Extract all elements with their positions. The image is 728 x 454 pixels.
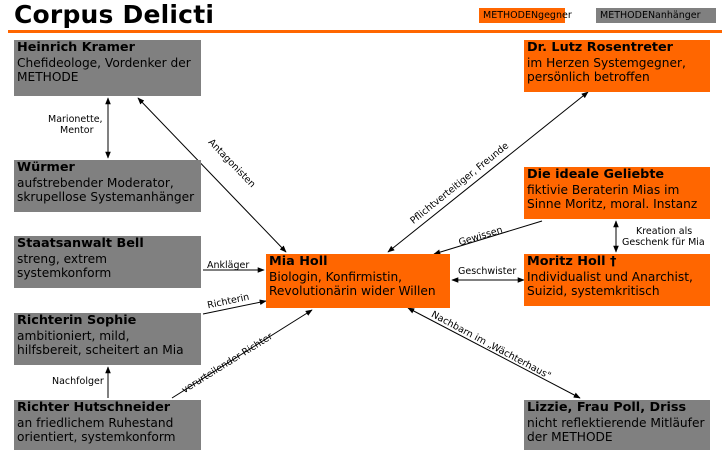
node-lizzie-poll-driss-name: Lizzie, Frau Poll, Driss <box>527 400 687 415</box>
node-richterin-sophie-desc-1: ambitioniert, mild, <box>17 328 130 343</box>
edge-label-kreation: Kreation als Geschenk für Mia <box>622 226 705 248</box>
node-moritz-holl: Moritz Holl † Individualist und Anarchis… <box>524 254 710 306</box>
edge-rosentreter-mia <box>387 91 589 253</box>
edge-geliebte-mia <box>433 220 543 255</box>
node-lutz-rosentreter-desc-2: persönlich betroffen <box>527 70 650 85</box>
node-heinrich-kramer-desc-2: METHODE <box>17 70 79 85</box>
edge-sophie-mia <box>202 299 267 315</box>
edge-label-anklaeger: Ankläger <box>207 260 250 271</box>
node-moritz-holl-name: Moritz Holl † <box>527 254 617 269</box>
node-richter-hutschneider-desc-1: an friedlichem Ruhestand <box>17 415 174 430</box>
node-moritz-holl-desc-2: Suizid, systemkritisch <box>527 284 660 299</box>
edge-kramer-mia <box>137 97 287 253</box>
node-staatsanwalt-bell-desc-2: systemkonform <box>17 266 112 281</box>
legend-supporter: METHODENanhänger <box>596 8 716 23</box>
node-mia-holl: Mia Holl Biologin, Konfirmistin, Revolut… <box>266 254 450 308</box>
node-richter-hutschneider-name: Richter Hutschneider <box>17 400 171 415</box>
node-lizzie-poll-driss-desc-2: der METHODE <box>527 430 613 445</box>
node-richterin-sophie: Richterin Sophie ambitioniert, mild, hil… <box>14 313 201 365</box>
edge-label-marionette: Marionette, Mentor <box>48 114 103 136</box>
node-wuermer-desc-1: aufstrebender Moderator, <box>17 175 174 190</box>
node-staatsanwalt-bell: Staatsanwalt Bell streng, extrem systemk… <box>14 236 201 288</box>
edge-label-kreation-line2: Geschenk für Mia <box>622 237 705 248</box>
node-lutz-rosentreter-desc-1: im Herzen Systemgegner, <box>527 55 686 70</box>
edge-label-kreation-line1: Kreation als <box>636 226 693 237</box>
node-ideale-geliebte-name: Die ideale Geliebte <box>527 167 665 182</box>
edge-label-marionette-line2: Mentor <box>60 125 94 136</box>
node-lizzie-poll-driss-desc-1: nicht reflektierende Mitläufer <box>527 415 705 430</box>
node-wuermer-name: Würmer <box>17 160 75 175</box>
node-ideale-geliebte: Die ideale Geliebte fiktivie Beraterin M… <box>524 167 710 219</box>
node-heinrich-kramer: Heinrich Kramer Chefideologe, Vordenker … <box>14 40 201 96</box>
node-ideale-geliebte-desc-2: Sinne Moritz, moral. Instanz <box>527 197 698 212</box>
node-wuermer: Würmer aufstrebender Moderator, skrupell… <box>14 160 201 212</box>
edge-mia-lizzie <box>407 307 581 399</box>
diagram-title: Corpus Delicti <box>14 0 215 29</box>
node-richterin-sophie-name: Richterin Sophie <box>17 313 137 328</box>
node-mia-holl-desc-1: Biologin, Konfirmistin, <box>269 269 403 284</box>
node-lutz-rosentreter-name: Dr. Lutz Rosentreter <box>527 40 673 55</box>
node-richterin-sophie-desc-2: hilfsbereit, scheitert an Mia <box>17 343 184 358</box>
node-mia-holl-desc-2: Revolutionärin wider Willen <box>269 284 436 299</box>
node-moritz-holl-desc-1: Individualist und Anarchist, <box>527 269 693 284</box>
edge-label-geschwister: Geschwister <box>458 266 517 277</box>
title-underline <box>8 30 722 33</box>
node-richter-hutschneider: Richter Hutschneider an friedlichem Ruhe… <box>14 400 201 450</box>
node-wuermer-desc-2: skrupellose Systemanhänger <box>17 190 195 205</box>
edge-label-nachfolger: Nachfolger <box>52 376 104 387</box>
edge-label-marionette-line1: Marionette, <box>48 114 103 125</box>
node-lizzie-poll-driss: Lizzie, Frau Poll, Driss nicht reflektie… <box>524 400 710 450</box>
node-heinrich-kramer-desc-1: Chefideologe, Vordenker der <box>17 55 191 70</box>
node-richter-hutschneider-desc-2: orientiert, systemkonform <box>17 430 176 445</box>
node-staatsanwalt-bell-name: Staatsanwalt Bell <box>17 236 144 251</box>
node-mia-holl-name: Mia Holl <box>269 254 328 269</box>
node-staatsanwalt-bell-desc-1: streng, extrem <box>17 251 107 266</box>
node-ideale-geliebte-desc-1: fiktivie Beraterin Mias im <box>527 182 680 197</box>
node-heinrich-kramer-name: Heinrich Kramer <box>17 40 135 55</box>
node-lutz-rosentreter: Dr. Lutz Rosentreter im Herzen Systemgeg… <box>524 40 710 92</box>
legend-opponent: METHODENgegner <box>479 8 572 23</box>
edge-hutschneider-mia <box>171 309 313 399</box>
